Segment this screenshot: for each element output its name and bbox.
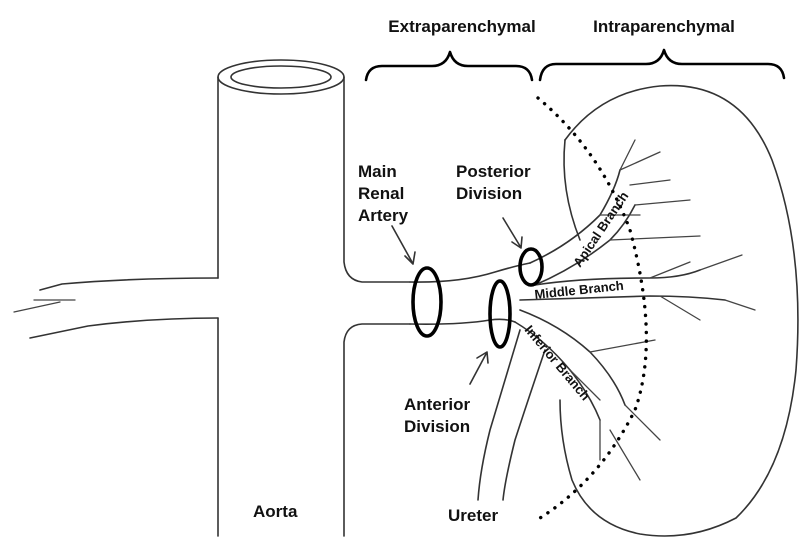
anterior-division-label-2: Division <box>404 417 470 436</box>
arrow-anterior-division <box>470 352 488 384</box>
posterior-division-label-2: Division <box>456 184 522 203</box>
parenchyma-boundary <box>538 98 646 518</box>
intraparenchymal-label: Intraparenchymal <box>593 17 735 36</box>
intraparenchymal-brace <box>540 50 784 80</box>
kidney-outline <box>560 86 798 536</box>
aorta-label: Aorta <box>253 502 298 521</box>
kidney-hilum-upper <box>564 140 580 240</box>
anterior-division-label-1: Anterior <box>404 395 471 414</box>
posterior-division-ring <box>520 249 542 285</box>
main-renal-artery <box>410 263 530 324</box>
main-renal-artery-label-2: Renal <box>358 184 404 203</box>
apical-branch-label: Apical Branch <box>570 189 631 270</box>
extraparenchymal-label: Extraparenchymal <box>388 17 535 36</box>
arrow-posterior-division <box>503 218 522 248</box>
arrow-main-renal-artery <box>392 226 415 264</box>
aorta <box>14 60 410 536</box>
inferior-branch-label: Inferior Branch <box>522 322 593 403</box>
posterior-division-label-1: Posterior <box>456 162 531 181</box>
main-renal-artery-ring <box>413 268 441 336</box>
main-renal-artery-label-1: Main <box>358 162 397 181</box>
ureter-label: Ureter <box>448 506 498 525</box>
extraparenchymal-brace <box>366 52 532 80</box>
main-renal-artery-label-3: Artery <box>358 206 409 225</box>
anterior-division-ring <box>490 281 510 347</box>
